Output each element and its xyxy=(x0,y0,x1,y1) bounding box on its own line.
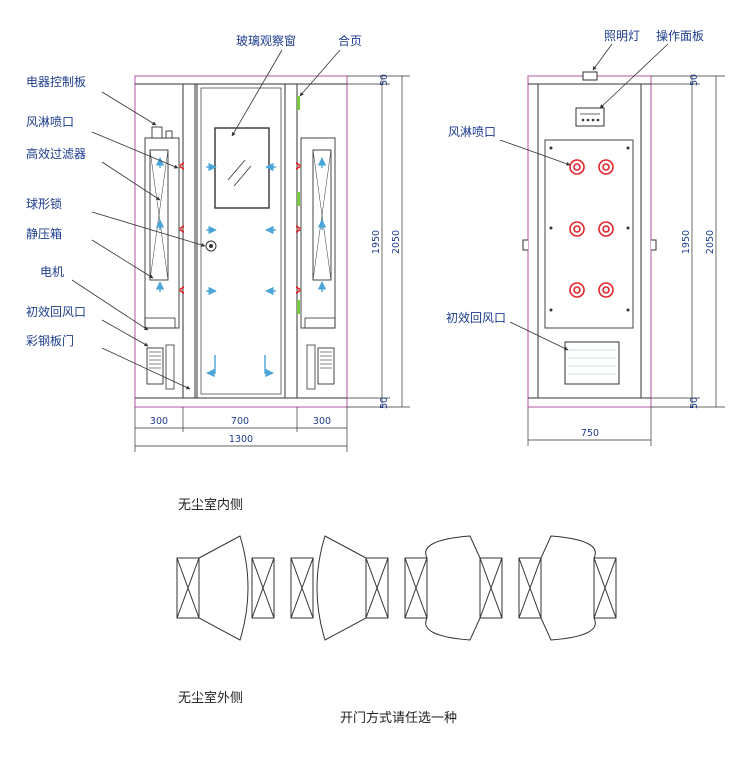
label-air-nozzle: 风淋喷口 xyxy=(26,115,74,129)
motor-left xyxy=(146,347,164,385)
dim-width-total: 1300 xyxy=(229,434,253,445)
dim-side-mid: 1950 xyxy=(681,230,692,254)
label-side-nozzle: 风淋喷口 xyxy=(448,125,496,139)
hinge-icon xyxy=(297,96,300,110)
label-hinge: 合页 xyxy=(338,33,362,48)
dim-width-right: 300 xyxy=(313,416,331,427)
dim-side-width: 750 xyxy=(581,428,599,439)
nozzle-set-right xyxy=(296,162,301,294)
door-option-2 xyxy=(290,535,389,641)
hepa-filter-left xyxy=(149,149,169,281)
label-ball-lock: 球形锁 xyxy=(26,196,62,211)
ball-lock-icon xyxy=(205,240,217,252)
dim-width-mid: 700 xyxy=(231,416,249,427)
side-return-vent xyxy=(564,341,620,385)
dim-front-bottom: 50 xyxy=(379,397,390,409)
nozzle-set-left xyxy=(179,162,184,294)
label-control-panel: 电器控制板 xyxy=(26,75,86,89)
door-leaf xyxy=(196,83,286,399)
front-frame xyxy=(134,75,348,408)
side-view xyxy=(499,43,725,446)
door-option-3 xyxy=(404,535,503,641)
caption-inside: 无尘室内侧 xyxy=(178,497,243,513)
motor-right xyxy=(317,347,335,385)
dim-width-left: 300 xyxy=(150,416,168,427)
label-light: 照明灯 xyxy=(604,29,640,43)
door-options xyxy=(176,535,617,641)
door-option-1 xyxy=(176,535,275,641)
side-nozzles xyxy=(569,159,614,298)
dim-side-top: 50 xyxy=(689,74,700,86)
caption-outside: 无尘室外侧 xyxy=(178,690,243,706)
label-panel: 操作面板 xyxy=(656,28,704,43)
label-glass-window: 玻璃观察窗 xyxy=(236,34,296,48)
label-motor: 电机 xyxy=(40,265,64,279)
label-plenum-box: 静压箱 xyxy=(26,226,62,241)
dim-front-top: 50 xyxy=(379,74,390,86)
door-option-4 xyxy=(518,535,617,641)
front-view xyxy=(71,49,410,452)
dim-front-total: 2050 xyxy=(391,230,402,254)
label-steel-door: 彩钢板门 xyxy=(26,333,74,348)
caption-note: 开门方式请任选一种 xyxy=(340,710,457,726)
dim-side-total: 2050 xyxy=(705,230,716,254)
light-icon xyxy=(582,71,598,81)
dim-front-mid: 1950 xyxy=(371,230,382,254)
hepa-filter-right xyxy=(312,149,332,281)
label-return-vent: 初效回风口 xyxy=(26,304,86,319)
glass-window xyxy=(214,127,270,209)
airflow-arrows xyxy=(155,157,327,378)
label-hepa-filter: 高效过滤器 xyxy=(26,146,86,161)
label-side-return-vent: 初效回风口 xyxy=(446,310,506,325)
operation-panel xyxy=(575,107,605,127)
dim-side-bottom: 50 xyxy=(689,397,700,409)
control-panel xyxy=(151,126,163,139)
